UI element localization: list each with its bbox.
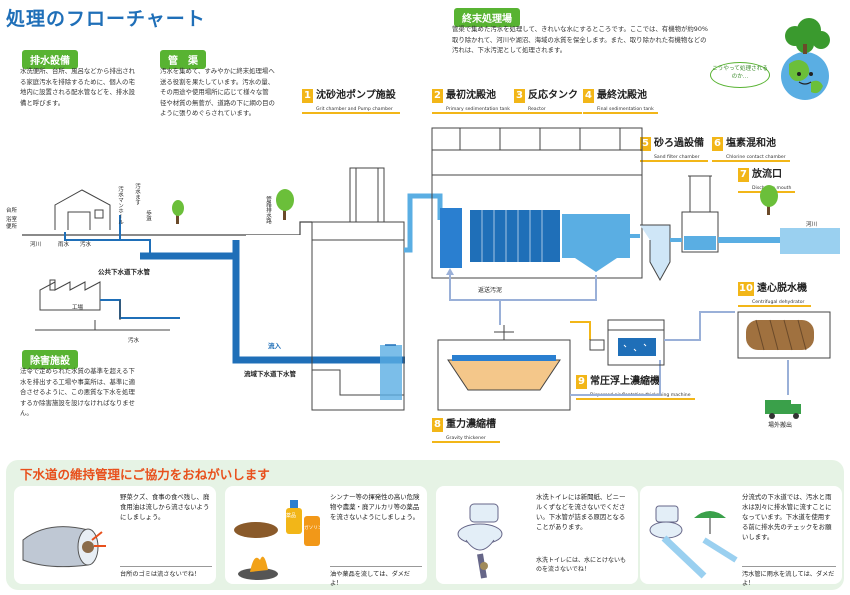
label-kokyo: 公共下水道下水管 bbox=[98, 268, 150, 276]
primary-tank bbox=[440, 208, 462, 268]
card-kitchen-note: 台所のゴミは流さないでね！ bbox=[120, 566, 212, 578]
card-toilet-text: 水洗トイレには新聞紙、ビニールくずなどを流さないでください。下水管が詰まる原因と… bbox=[536, 493, 626, 531]
label-kasen-right: 河川 bbox=[806, 222, 818, 228]
rain-toilet-icon bbox=[649, 505, 738, 579]
label-osui2: 汚水 bbox=[128, 338, 140, 344]
bottle-label-2: ガソリン bbox=[304, 526, 323, 531]
label-kansen: 管路排水路 bbox=[265, 196, 271, 224]
tree-icon bbox=[760, 185, 778, 215]
tag-shumatsu: 終末処理場 bbox=[454, 8, 520, 27]
earth-mascot bbox=[781, 18, 830, 100]
truck-icon bbox=[765, 400, 801, 419]
text-kankyo: 汚水を集めて、すみやかに終末処理場へ送る役割を果たしています。汚水の量、その用途… bbox=[160, 67, 275, 117]
label-osui-mas: 汚水ます bbox=[134, 183, 140, 205]
card-chemicals-text: シンナー等の揮発性の高い危険物や農薬・廃アルカリ等の薬品を流さないようにしましょ… bbox=[330, 493, 420, 521]
tag-jogai: 除害施設 bbox=[22, 350, 78, 369]
chemicals-icon bbox=[234, 500, 320, 580]
label-jogai: 場外搬出 bbox=[768, 422, 793, 429]
tag-haisui: 排水設備 bbox=[22, 50, 78, 69]
toilet-icon bbox=[457, 503, 503, 579]
text-haisui: 水洗便所、台所、風呂などから排出される家庭汚水を排除するために、個人の宅地内に設… bbox=[20, 67, 136, 107]
label-usui: 雨水 bbox=[58, 242, 70, 248]
card-toilet-note: 水洗トイレには、水にとけないものを流さないでね！ bbox=[536, 557, 627, 573]
speech-bubble: こうやって処理されるのか… bbox=[710, 62, 770, 88]
card-kitchen-text: 野菜クズ、食事の食べ残し、廃食用油は流しから流さないようにしましょう。 bbox=[120, 493, 210, 521]
text-shumatsu: 管渠で集めた汚水を処理して、きれいな水にするところです。ここでは、有機物が約90… bbox=[452, 25, 708, 54]
final-tank bbox=[562, 214, 630, 258]
flow-diagram bbox=[22, 127, 840, 419]
bottle-label-1: 薬品 bbox=[286, 513, 297, 519]
tree-icon bbox=[276, 189, 294, 220]
label-kojo: 工場 bbox=[72, 305, 84, 311]
label-hensou: 返送汚泥 bbox=[478, 287, 503, 294]
page-title: 処理のフローチャート bbox=[6, 8, 206, 30]
text-jogai: 法令で定められた水質の基準を超える下水を排出する工場や事業所は、基準に適合させる… bbox=[20, 367, 136, 417]
card-rain-note: 汚水管に雨水を流しては、ダメだよ！ bbox=[742, 566, 836, 587]
label-ryunyu: 流入 bbox=[268, 342, 281, 350]
tree-icon bbox=[172, 200, 184, 224]
label-daidokoro: 台所 bbox=[6, 208, 18, 214]
pipe-trash-icon bbox=[22, 526, 106, 568]
card-chemicals-note: 油や薬品を流しては、ダメだよ！ bbox=[330, 566, 422, 587]
house-icon bbox=[54, 189, 111, 230]
label-osui: 汚水 bbox=[80, 242, 92, 248]
label-kasen-left: 河川 bbox=[30, 242, 42, 248]
label-benjo: 便所 bbox=[6, 224, 18, 230]
label-kodo: 歩道 bbox=[145, 210, 151, 221]
label-ryuiki: 流域下水道下水管 bbox=[244, 370, 296, 378]
factory-icon bbox=[39, 279, 101, 311]
tag-kankyo: 管 渠 bbox=[160, 50, 206, 69]
label-osui-manhole: 汚水マンホール bbox=[117, 186, 123, 225]
label-yokushitsu: 浴室 bbox=[6, 217, 18, 223]
card-rain-text: 分流式の下水道では、汚水と雨水は別々に排水管に流すことになっています。下水道を使… bbox=[742, 493, 832, 541]
reactor-tank bbox=[470, 210, 560, 262]
dehydrator-drum bbox=[746, 320, 814, 350]
maintenance-title: 下水道の維持管理にご協力をおねがいします bbox=[20, 467, 270, 482]
